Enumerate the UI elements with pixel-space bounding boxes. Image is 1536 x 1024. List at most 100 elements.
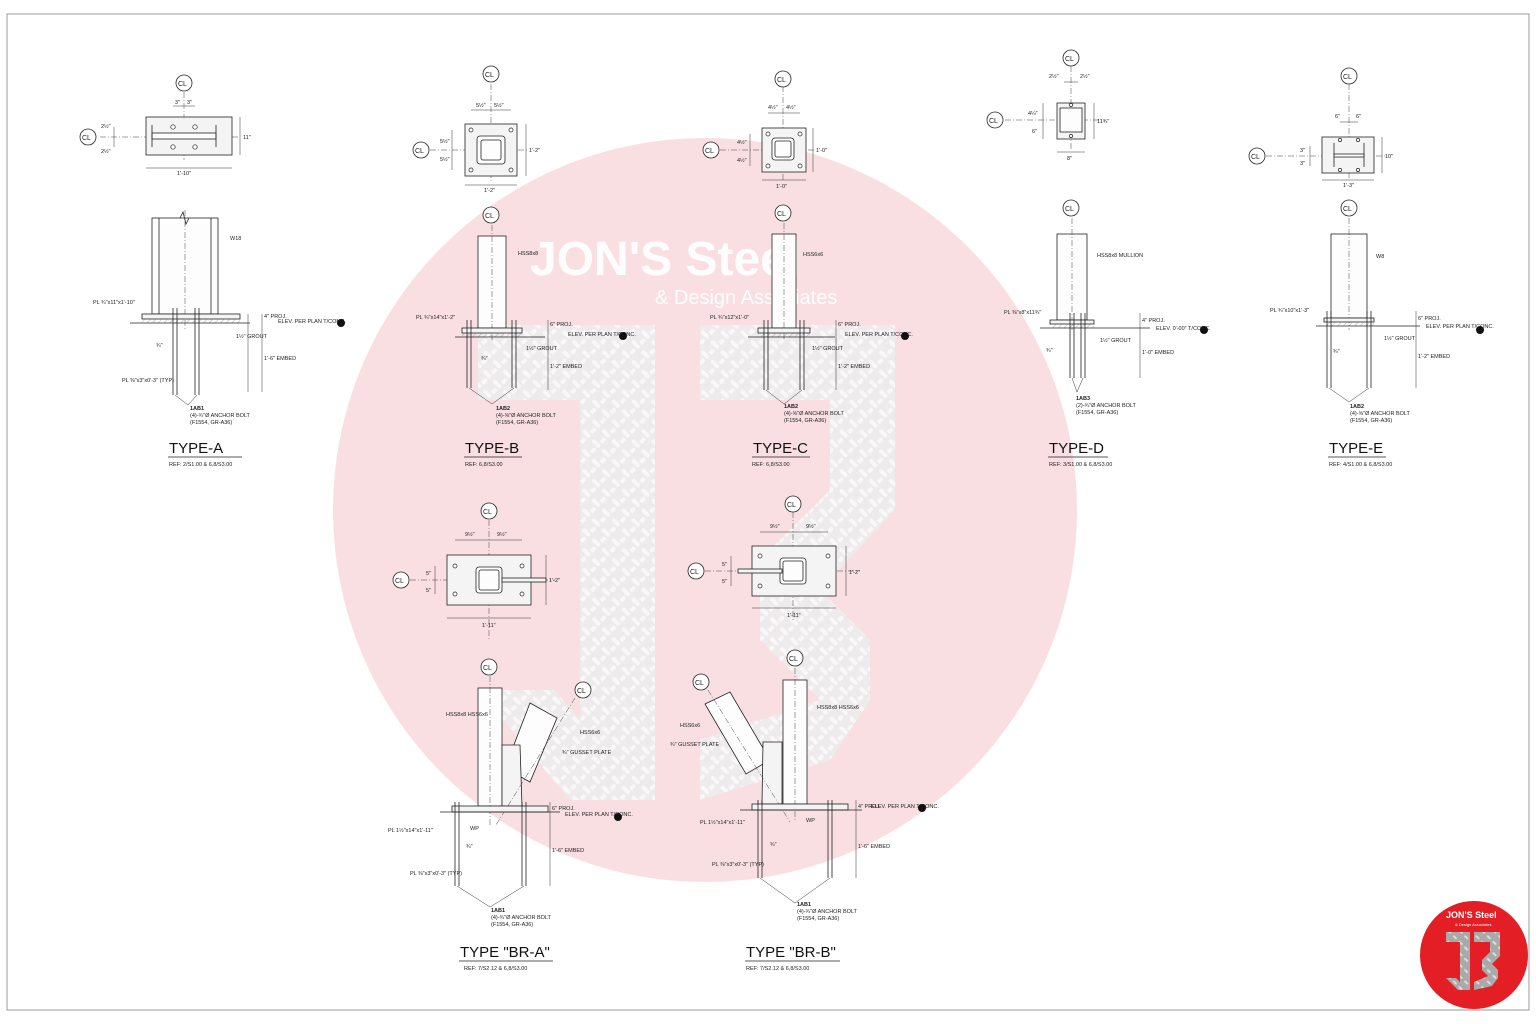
bolt-spec: (F1554, GR-A36) bbox=[491, 922, 533, 928]
centerline-icon bbox=[692, 673, 710, 691]
detail-type-d: 2½" 2½" 4¼" 6" 11¾" 8" CL CL CL HSS8x8 M… bbox=[986, 49, 1211, 468]
plan-dim-right: 11" bbox=[243, 135, 251, 141]
elevation-marker-icon bbox=[1476, 326, 1484, 334]
detail-ref: REF: 7/S2.12 & 6,8/S3.00 bbox=[746, 966, 809, 972]
watermark-brand: JON'S Steel bbox=[530, 233, 800, 286]
plan-dim-left-a: 5" bbox=[722, 562, 727, 568]
detail-title: TYPE-A bbox=[169, 440, 223, 457]
plan-dim-left-b: 3" bbox=[1300, 161, 1305, 167]
plan-view: 5½" 5½" 5½" 5½" 1'-2" 1'-2" CL CL bbox=[412, 65, 540, 194]
member-label: HSS8x8 MULLION bbox=[1097, 253, 1143, 259]
plan-dim-right: 10" bbox=[1385, 154, 1393, 160]
detail-ref: REF: 7/S2.12 & 6,8/S3.00 bbox=[464, 966, 527, 972]
plan-dim-top-b: 9½" bbox=[497, 531, 507, 538]
centerline-label: CL bbox=[695, 680, 704, 687]
plan-dim-bottom: 1'-11" bbox=[787, 613, 801, 619]
plan-dim-top-b: 9½" bbox=[806, 523, 816, 530]
member-label: W18 bbox=[230, 236, 241, 242]
grout-label: 1½" GROUT bbox=[526, 345, 558, 352]
plan-dim-left-a: 5" bbox=[426, 571, 431, 577]
plan-dim-top-a: 9½" bbox=[770, 523, 780, 530]
plate-label: PL ¾"x10"x1'-3" bbox=[1270, 308, 1309, 314]
plate-label: PL 1½"x14"x1'-11" bbox=[388, 827, 433, 834]
proj-label: 4" PROJ. bbox=[264, 314, 287, 320]
centerline-icon bbox=[392, 571, 410, 589]
elevation-view: CL HSS8x8 PL ¾"x14"x1'-2" 6" PROJ. 1½" G… bbox=[416, 206, 636, 426]
bolt-gap-label: ¾" bbox=[1046, 348, 1053, 354]
embed-label: 1'-2" EMBED bbox=[1418, 354, 1450, 360]
detail-title: TYPE "BR-A" bbox=[460, 944, 550, 961]
proj-label: 6" PROJ. bbox=[552, 806, 575, 812]
elev-note: ELEV. PER PLAN T/CONC. bbox=[278, 319, 346, 325]
centerline-label: CL bbox=[1343, 206, 1352, 213]
elev-note: ELEV. PER PLAN T/CONC. bbox=[568, 332, 636, 338]
detail-title: TYPE "BR-B" bbox=[746, 944, 836, 961]
wp-label: WP bbox=[470, 826, 479, 832]
centerline-label: CL bbox=[415, 148, 424, 155]
centerline-label: CL bbox=[777, 77, 786, 84]
gusset-label: ¾" GUSSET PLATE bbox=[670, 742, 719, 748]
embed-label: 1'-2" EMBED bbox=[550, 364, 582, 370]
plan-dim-top-a: 4½" bbox=[768, 104, 778, 111]
plan-dim-top-a: 9½" bbox=[465, 531, 475, 538]
centerline-label: CL bbox=[789, 656, 798, 663]
plan-view: 4½" 4½" 4½" 4½" 1'-0" 1'-0" CL CL bbox=[702, 70, 827, 190]
company-logo: JON'S Steel & Design Associates bbox=[1420, 901, 1528, 1009]
elev-note: ELEV. PER PLAN T/CONC. bbox=[871, 804, 939, 810]
detail-ref: REF: 4/S1.00 & 6,8/S3.00 bbox=[1329, 462, 1392, 468]
plan-view: 9½" 9½" 5" 5" 1'-2" 1'-11" CL CL bbox=[687, 495, 860, 620]
centerline-icon bbox=[574, 681, 592, 699]
embed-label: 1'-0" EMBED bbox=[1142, 350, 1174, 356]
bolt-desc: (4)-¾"Ø ANCHOR BOLT bbox=[190, 413, 251, 419]
washer-label: PL ⅜"x3"x0'-3" (TYP) bbox=[712, 862, 764, 868]
bolt-mark: 1AB1 bbox=[190, 406, 204, 412]
detail-title: TYPE-B bbox=[465, 440, 519, 457]
bolt-gap-label: ¾" bbox=[481, 356, 488, 362]
bolt-mark: 1AB2 bbox=[496, 406, 510, 412]
plan-dim-bottom: 8" bbox=[1067, 156, 1072, 162]
bolt-gap-label: ¾" bbox=[1333, 349, 1340, 355]
member-label: HSS8x8 HSS6x6 bbox=[446, 712, 488, 718]
centerline-icon bbox=[702, 141, 720, 159]
bolt-spec: (F1554, GR-A36) bbox=[797, 916, 839, 922]
plan-dim-left-b: 2½" bbox=[101, 148, 111, 155]
proj-label: 6" PROJ. bbox=[1418, 316, 1441, 322]
centerline-icon bbox=[1340, 199, 1358, 217]
bolt-desc: (4)-¾"Ø ANCHOR BOLT bbox=[491, 915, 552, 921]
elevation-view: CL CL HSS8x8 HSS6x6 HSS6x6 ¾" GUSSET PLA… bbox=[388, 658, 633, 928]
proj-label: 4" PROJ. bbox=[858, 804, 881, 810]
centerline-label: CL bbox=[787, 502, 796, 509]
gusset-label: ¾" GUSSET PLATE bbox=[562, 750, 611, 756]
bolt-spec: (F1554, GR-A36) bbox=[190, 420, 232, 426]
plan-view: 9½" 9½" 5" 5" 1'-2" 1'-11" CL CL bbox=[392, 502, 560, 640]
centerline-label: CL bbox=[690, 569, 699, 576]
bolt-spec: (F1554, GR-A36) bbox=[784, 418, 826, 424]
centerline-icon bbox=[786, 649, 804, 667]
plan-dim-right: 11¾" bbox=[1097, 119, 1109, 125]
member-label: HSS8x8 HSS6x6 bbox=[817, 705, 859, 711]
plate-label: PL ⅜"x8"x11¾" bbox=[1004, 310, 1041, 316]
plan-dim-right: 1'-0" bbox=[816, 148, 827, 154]
centerline-icon bbox=[482, 65, 500, 83]
detail-ref: REF: 2/S1.00 & 6,8/S3.00 bbox=[169, 462, 232, 468]
plan-dim-right: 1'-2" bbox=[529, 148, 540, 154]
plan-dim-right: 1'-2" bbox=[549, 578, 560, 584]
elevation-marker-icon bbox=[337, 319, 345, 327]
bolt-desc: (4)-¾"Ø ANCHOR BOLT bbox=[797, 909, 858, 915]
elevation-marker-icon bbox=[918, 804, 926, 812]
centerline-icon bbox=[482, 206, 500, 224]
plan-dim-bottom: 1'-11" bbox=[482, 623, 496, 629]
plan-dim-bottom: 1'-0" bbox=[776, 184, 787, 190]
bolt-mark: 1AB2 bbox=[784, 404, 798, 410]
centerline-label: CL bbox=[989, 118, 998, 125]
bolt-mark: 1AB1 bbox=[797, 902, 811, 908]
bolt-desc: (4)-⅝"Ø ANCHOR BOLT bbox=[1350, 411, 1411, 417]
centerline-icon bbox=[784, 495, 802, 513]
centerline-icon bbox=[79, 128, 97, 146]
proj-label: 6" PROJ. bbox=[550, 322, 573, 328]
bolt-desc: (4)-⅝"Ø ANCHOR BOLT bbox=[784, 411, 845, 417]
bolt-mark: 1AB3 bbox=[1076, 396, 1090, 402]
bolt-gap-label: ¾" bbox=[156, 343, 163, 349]
centerline-label: CL bbox=[705, 148, 714, 155]
